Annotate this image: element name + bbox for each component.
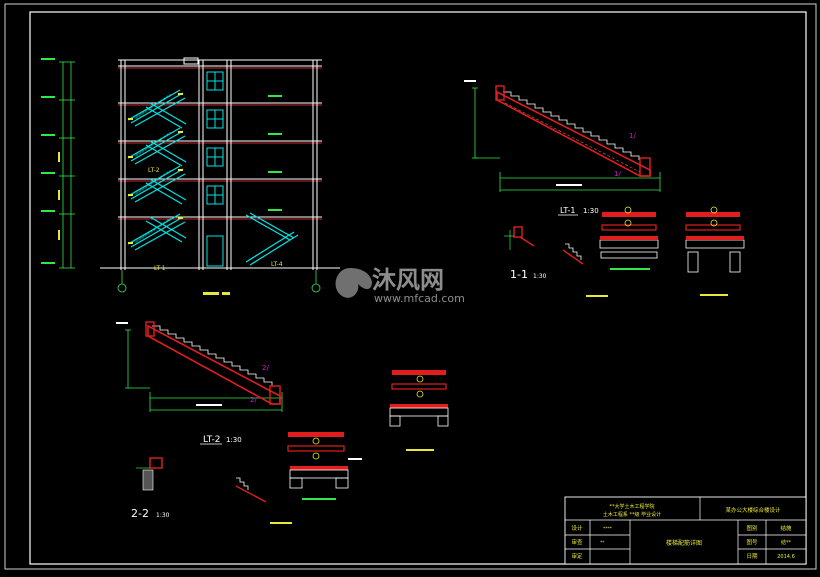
- lt1-title: LT-1: [560, 206, 575, 215]
- stair-steps: [134, 94, 171, 243]
- height-dims: [58, 152, 60, 240]
- stair-flights: [127, 89, 187, 251]
- lt2-title: LT-2: [203, 435, 220, 445]
- title-block-school: **大学土木工程学院: [609, 503, 654, 510]
- lt1-scale: 1:30: [583, 207, 599, 215]
- elevation-marks: [41, 58, 55, 264]
- lt2-label: LT-2: [148, 167, 160, 174]
- building-section: LT-2 LT-1 LT-4: [41, 57, 340, 295]
- title-block-r-label3: 日期: [746, 553, 758, 560]
- lt1-label: LT-1: [154, 265, 166, 272]
- title-block-project: 某办公大楼综合楼设计: [725, 506, 781, 514]
- parapet: [118, 57, 322, 65]
- lt1-slope-mark-bottom: 1/: [614, 170, 621, 178]
- landing-marks: [128, 93, 183, 244]
- ramp-lt4: [245, 212, 299, 266]
- title-block-r-label1: 图别: [746, 524, 757, 532]
- plate-detail-3: [287, 432, 362, 500]
- lt2-elevation: 2/ 2/ LT-2 1:30: [116, 321, 283, 445]
- inner-frame: [29, 11, 807, 565]
- watermark-logo: [335, 268, 372, 298]
- title-block-row2-value: **: [600, 540, 605, 546]
- walls: [120, 60, 318, 270]
- section-2-2: 2-2 1:30: [131, 457, 170, 520]
- lt4-label: LT-4: [271, 261, 283, 268]
- section-2-2-title: 2-2: [131, 507, 149, 520]
- title-block-r-label2: 图号: [746, 538, 758, 546]
- step-detail-2: [235, 477, 292, 524]
- section-2-2-scale: 1:30: [156, 512, 170, 519]
- level-tags: [268, 95, 282, 211]
- plate-detail-1: [599, 206, 659, 270]
- outer-frame: [4, 3, 817, 570]
- plate-detail-4: [389, 370, 449, 451]
- watermark-url: www.mfcad.com: [374, 292, 465, 305]
- title-block-drawing-name: 楼梯配筋详图: [666, 539, 702, 547]
- section-1-1-scale: 1:30: [533, 273, 547, 280]
- title-block-dept: 土木工程系 **级 毕业设计: [603, 511, 661, 518]
- lt2-scale: 1:30: [226, 436, 242, 444]
- title-block-row1-value: ****: [603, 526, 613, 532]
- lt1-level: [464, 80, 476, 82]
- watermark-brand: 沐风网: [372, 266, 444, 294]
- section-1-1-title: 1-1: [510, 268, 528, 281]
- windows: [206, 71, 224, 267]
- lt1-slope-mark-top: 1/: [629, 132, 636, 140]
- title-block-r-value3: 2014.6: [777, 554, 795, 560]
- lt1-dim-text: [556, 184, 582, 186]
- title-block: **大学土木工程学院 土木工程系 **级 毕业设计 某办公大楼综合楼设计 楼梯配…: [564, 496, 807, 565]
- title-block-row1-label: 设计: [571, 524, 583, 532]
- lt2-slope-mark-bottom: 2/: [250, 396, 257, 404]
- lt2-slope-mark-top: 2/: [262, 364, 269, 372]
- section-1-1: 1-1 1:30: [504, 226, 547, 281]
- lt1-flight: [495, 85, 651, 177]
- lt1-elevation: 1/ 1/ LT-1 1:30: [464, 80, 661, 216]
- lt1-dims: [472, 87, 661, 192]
- title-block-r-value2: 结**: [781, 539, 792, 546]
- floor-slabs: [100, 65, 340, 269]
- title-block-row3-label: 审定: [571, 552, 583, 560]
- axis-bubbles: [117, 270, 321, 293]
- title-block-r-value1: 结施: [780, 524, 792, 532]
- title-block-row2-label: 审查: [571, 538, 583, 546]
- elevation-scale-left: [59, 61, 75, 269]
- plate-detail-2: [685, 206, 745, 296]
- step-detail-1: [562, 243, 608, 297]
- section-title-bar: [203, 292, 230, 295]
- slab-thickness: [118, 67, 322, 220]
- watermark: 沐风网 www.mfcad.com: [335, 266, 465, 305]
